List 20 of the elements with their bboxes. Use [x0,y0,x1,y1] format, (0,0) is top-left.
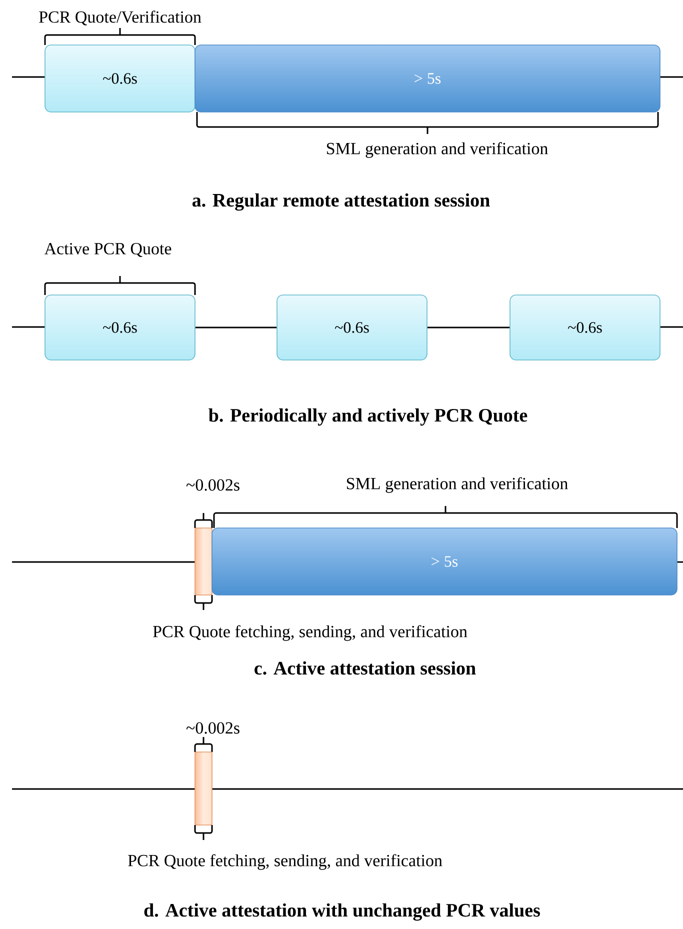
bracket-label: PCR Quote fetching, sending, and verification [153,625,468,641]
process-box: ~0.6s [276,294,428,360]
panel-caption: a. Regular remote attestation session [192,193,490,211]
time-bar [194,528,212,596]
bracket-label: ~0.002s [186,722,240,734]
panel-caption: b. Periodically and actively PCR Quote [208,408,528,426]
panel-caption: d. Active attestation with unchanged PCR values [144,903,540,921]
time-bar [194,752,212,826]
timeline-segment [195,326,277,328]
timeline-segment [427,326,510,328]
bracket-label: ~0.002s [186,479,240,491]
process-box: ~0.6s [44,44,196,112]
process-box: ~0.6s [44,294,196,360]
process-box: ~0.6s [510,294,660,360]
bracket-label: PCR Quote fetching, sending, and verification [128,854,442,870]
bracket-label: PCR Quote/Verification [39,10,202,26]
panel-caption: c. Active attestation session [254,661,476,675]
bracket-label: SML generation and verification [326,142,548,158]
bracket-label: SML generation and verification [346,477,568,493]
bracket-label: Active PCR Quote [44,243,172,258]
